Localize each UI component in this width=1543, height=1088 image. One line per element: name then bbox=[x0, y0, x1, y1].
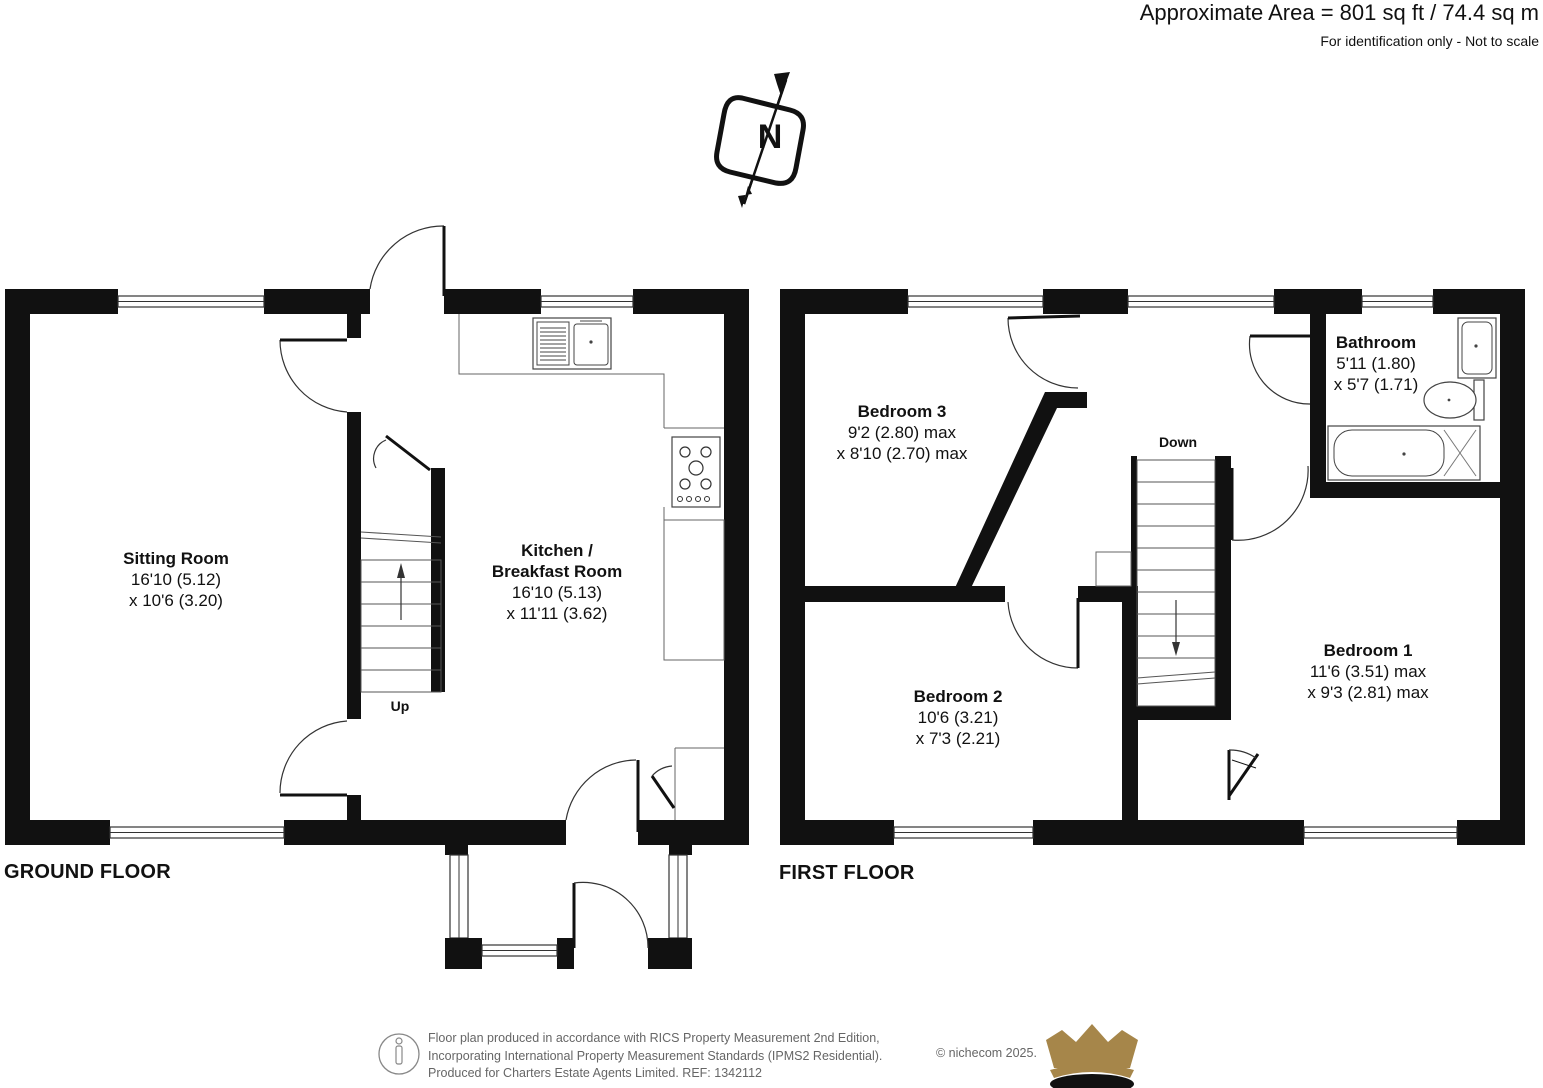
room-bedroom-1: Bedroom 1 11'6 (3.51) max x 9'3 (2.81) m… bbox=[1307, 640, 1428, 703]
footer-line: Floor plan produced in accordance with R… bbox=[428, 1031, 880, 1045]
crown-logo bbox=[1046, 1024, 1138, 1088]
room-dimension: 16'10 (5.13) bbox=[511, 583, 603, 602]
room-bedroom-3: Bedroom 3 9'2 (2.80) max x 8'10 (2.70) m… bbox=[837, 401, 968, 464]
compass-icon bbox=[714, 72, 806, 208]
room-name: Kitchen / bbox=[521, 541, 593, 560]
room-name: Bedroom 3 bbox=[857, 402, 947, 421]
room-dimension: x 9'3 (2.81) max bbox=[1307, 683, 1429, 702]
room-dimension: x 7'3 (2.21) bbox=[915, 729, 1001, 748]
footer-line: Produced for Charters Estate Agents Limi… bbox=[428, 1066, 762, 1080]
room-bedroom-2: Bedroom 2 10'6 (3.21) x 7'3 (2.21) bbox=[914, 686, 1003, 749]
room-dimension: x 11'11 (3.62) bbox=[506, 604, 608, 623]
ipms-person-icon bbox=[378, 1033, 420, 1075]
room-dimension: x 8'10 (2.70) max bbox=[836, 444, 968, 463]
room-dimension: x 5'7 (1.71) bbox=[1333, 375, 1419, 394]
room-dimension: 16'10 (5.12) bbox=[130, 570, 222, 589]
approximate-area: Approximate Area = 801 sq ft / 74.4 sq m bbox=[1139, 0, 1539, 25]
stairs-down-label: Down bbox=[1158, 434, 1198, 450]
room-dimension: 5'11 (1.80) bbox=[1336, 354, 1416, 373]
compass-label: N bbox=[758, 118, 783, 156]
room-dimension: 9'2 (2.80) max bbox=[847, 423, 957, 442]
footer-line: Incorporating International Property Mea… bbox=[428, 1048, 883, 1063]
room-dimension: 10'6 (3.21) bbox=[917, 708, 999, 727]
footer-text: Floor plan produced in accordance with R… bbox=[428, 1030, 882, 1083]
first-floor-plan bbox=[780, 289, 1525, 845]
room-dimension: x 10'6 (3.20) bbox=[129, 591, 223, 610]
copyright: © nichecom 2025. bbox=[936, 1046, 1037, 1060]
room-kitchen: Kitchen / Breakfast Room 16'10 (5.13) x … bbox=[492, 540, 622, 624]
room-bathroom: Bathroom 5'11 (1.80) x 5'7 (1.71) bbox=[1334, 332, 1419, 395]
identification-note: For identification only - Not to scale bbox=[1320, 33, 1539, 49]
room-name: Bedroom 1 bbox=[1323, 641, 1413, 660]
room-name: Sitting Room bbox=[123, 549, 229, 568]
ground-floor-plan bbox=[5, 225, 749, 969]
room-sitting-room: Sitting Room 16'10 (5.12) x 10'6 (3.20) bbox=[123, 548, 229, 611]
stairs-up-label: Up bbox=[390, 698, 410, 714]
room-name: Breakfast Room bbox=[491, 562, 623, 581]
ground-floor-label: GROUND FLOOR bbox=[4, 861, 171, 883]
room-name: Bedroom 2 bbox=[913, 687, 1003, 706]
room-name: Bathroom bbox=[1335, 333, 1417, 352]
room-dimension: 11'6 (3.51) max bbox=[1309, 662, 1427, 681]
first-floor-label: FIRST FLOOR bbox=[779, 862, 915, 884]
